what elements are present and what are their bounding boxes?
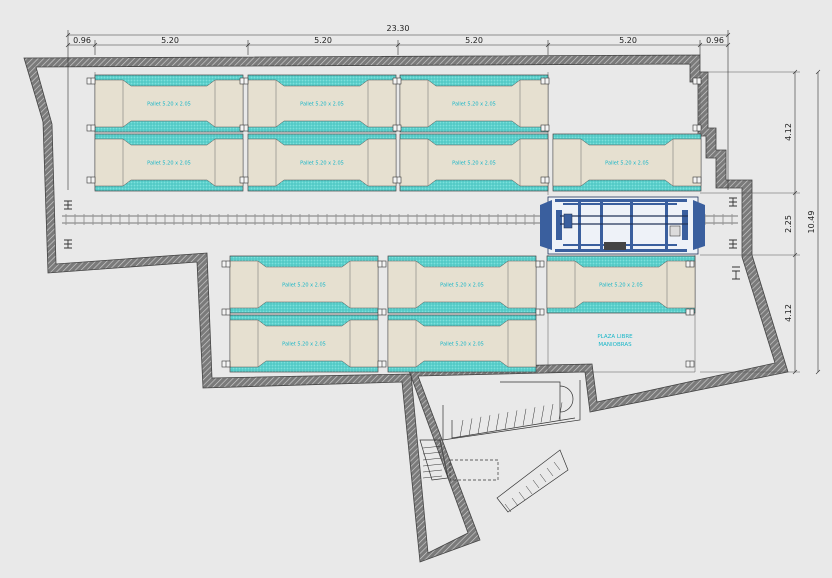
stair-steps — [422, 402, 563, 513]
pallet-label: Pallet 5.20 x 2.05 — [605, 161, 649, 167]
beam-markers — [64, 197, 740, 280]
stair-structure — [419, 380, 581, 513]
pallet-label: Pallet 5.20 x 2.05 — [147, 102, 191, 108]
pallet: Pallet 5.20 x 2.05 — [546, 255, 696, 314]
pallet: Pallet 5.20 x 2.05 — [94, 74, 244, 133]
column-base — [239, 77, 249, 85]
dimension-right-bottom: 4.12 — [784, 304, 793, 322]
column-base — [692, 176, 702, 184]
column-base — [535, 308, 545, 316]
column-base — [540, 176, 550, 184]
column-base — [692, 124, 702, 132]
pallet: Pallet 5.20 x 2.05 — [229, 314, 379, 373]
column-base — [377, 360, 387, 368]
pallet-label: Pallet 5.20 x 2.05 — [452, 161, 496, 167]
column-base — [86, 77, 96, 85]
column-base — [377, 260, 387, 268]
column-base — [377, 308, 387, 316]
column-base — [685, 360, 695, 368]
dimension-seg-2: 5.20 — [161, 36, 179, 45]
pallet: Pallet 5.20 x 2.05 — [399, 133, 549, 192]
pallet-label: Pallet 5.20 x 2.05 — [440, 342, 484, 348]
column-base — [685, 260, 695, 268]
column-base — [392, 176, 402, 184]
column-base — [535, 260, 545, 268]
pallet: Pallet 5.20 x 2.05 — [94, 133, 244, 192]
column-base — [239, 124, 249, 132]
pallet-label: Pallet 5.20 x 2.05 — [282, 342, 326, 348]
pallet-label: Pallet 5.20 x 2.05 — [147, 161, 191, 167]
pallet: Pallet 5.20 x 2.05 — [387, 314, 537, 373]
pallet: Pallet 5.20 x 2.05 — [247, 74, 397, 133]
column-base — [221, 308, 231, 316]
pallet: Pallet 5.20 x 2.05 — [387, 255, 537, 314]
column-base — [685, 308, 695, 316]
column-base — [221, 360, 231, 368]
dimension-seg-4: 5.20 — [465, 36, 483, 45]
pallet: Pallet 5.20 x 2.05 — [399, 74, 549, 133]
column-base — [221, 260, 231, 268]
dimension-right-mid: 2.25 — [784, 215, 793, 233]
dimension-total: 23.30 — [387, 24, 410, 33]
stacker-crane — [540, 196, 705, 255]
free-area: PLAZA LIBRE MANIOBRAS — [597, 334, 633, 348]
column-base — [392, 124, 402, 132]
pallet-label: Pallet 5.20 x 2.05 — [440, 283, 484, 289]
pallet-label: Pallet 5.20 x 2.05 — [599, 283, 643, 289]
pallet-label: Pallet 5.20 x 2.05 — [452, 102, 496, 108]
pallet: Pallet 5.20 x 2.05 — [552, 133, 702, 192]
dimension-seg-5: 5.20 — [619, 36, 637, 45]
columns — [86, 77, 702, 368]
pallet-label: Pallet 5.20 x 2.05 — [300, 102, 344, 108]
dimension-right-total: 10.49 — [807, 211, 816, 234]
column-base — [86, 124, 96, 132]
column-base — [540, 124, 550, 132]
column-base — [239, 176, 249, 184]
top-dimension-chain — [65, 30, 731, 190]
free-area-label-2: MANIOBRAS — [598, 342, 632, 348]
dimension-right-top: 4.12 — [784, 123, 793, 141]
free-area-label-1: PLAZA LIBRE — [597, 334, 633, 340]
dimension-seg-6: 0.96 — [706, 36, 724, 45]
column-base — [392, 77, 402, 85]
pallet: Pallet 5.20 x 2.05 — [247, 133, 397, 192]
column-base — [540, 77, 550, 85]
column-base — [86, 176, 96, 184]
column-base — [692, 77, 702, 85]
dimension-seg-3: 5.20 — [314, 36, 332, 45]
pallet: Pallet 5.20 x 2.05 — [229, 255, 379, 314]
right-dimension-chain — [792, 69, 821, 375]
dimension-seg-1: 0.96 — [73, 36, 91, 45]
pallet-label: Pallet 5.20 x 2.05 — [300, 161, 344, 167]
pallet-label: Pallet 5.20 x 2.05 — [282, 283, 326, 289]
